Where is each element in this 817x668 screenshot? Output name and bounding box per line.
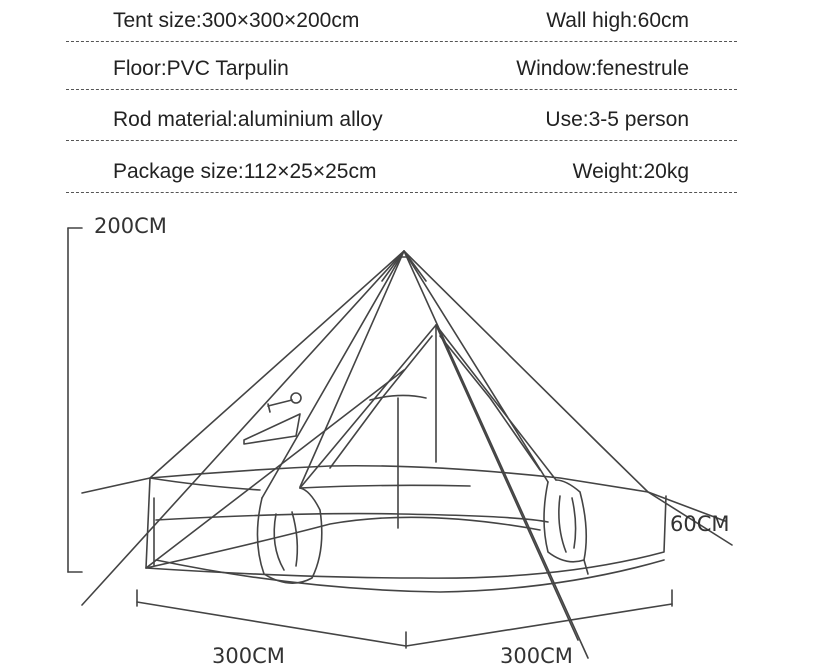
depth-label: 300CM (500, 644, 573, 668)
spec-package-size: Package size:112×25×25cm (113, 160, 377, 183)
height-dimension-bracket (67, 227, 83, 573)
tent-door (261, 250, 557, 529)
spec-row: Package size:112×25×25cm Weight:20kg (66, 141, 737, 193)
wall-height-label: 60CM (670, 512, 730, 536)
spec-floor: Floor:PVC Tarpulin (113, 57, 289, 80)
spec-weight: Weight:20kg (572, 160, 689, 183)
height-label: 200CM (94, 214, 167, 238)
spec-row: Floor:PVC Tarpulin Window:fenestrule (66, 42, 737, 90)
spec-rod-material: Rod material:aluminium alloy (113, 108, 383, 131)
spec-wall-height: Wall high:60cm (546, 9, 689, 32)
width-label: 300CM (212, 644, 285, 668)
spec-row: Rod material:aluminium alloy Use:3-5 per… (66, 90, 737, 141)
tent-wall-and-floor (145, 369, 667, 593)
spec-tent-size: Tent size:300×300×200cm (113, 9, 360, 32)
tent-canopy (81, 250, 726, 522)
spec-row: Tent size:300×300×200cm Wall high:60cm (66, 0, 737, 42)
guy-ropes (81, 250, 733, 659)
spec-table: Tent size:300×300×200cm Wall high:60cm F… (66, 0, 737, 193)
spec-use: Use:3-5 person (545, 108, 689, 131)
tent-window (243, 392, 302, 445)
spec-window: Window:fenestrule (516, 57, 689, 80)
width-dimension-line (136, 589, 673, 649)
tent-door-flaps (256, 479, 589, 584)
